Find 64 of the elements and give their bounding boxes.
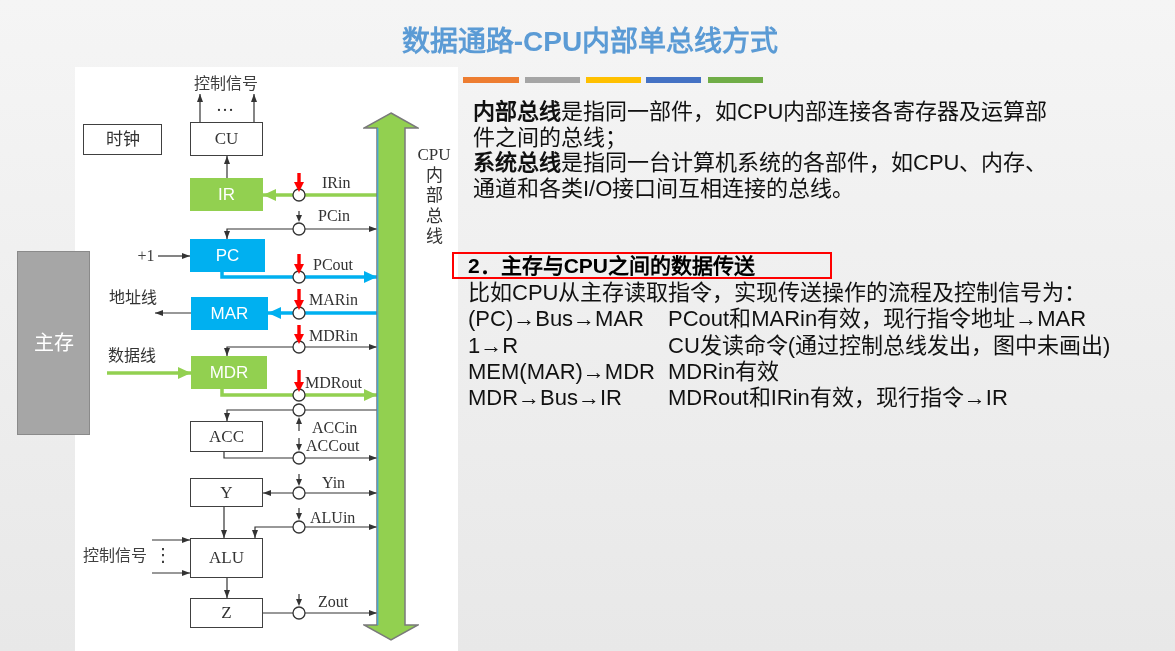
- step-text: (PC)→Bus→MAR: [468, 306, 644, 332]
- edge-label: IRin: [322, 174, 351, 192]
- memory-box: 主存: [17, 251, 90, 435]
- arrow: [223, 451, 378, 461]
- arrow: [224, 155, 230, 179]
- edge-label: 数据线: [108, 347, 156, 365]
- bus-label: CPU内部总线: [417, 145, 451, 248]
- definition-text: 系统总线是指同一台计算机系统的各部件，如CPU、内存、通道和各类I/O接口间互相连接的总线。: [473, 150, 1049, 202]
- arrow: [262, 610, 378, 616]
- register-box: MDR: [191, 356, 267, 389]
- signal-label: 控制信号: [190, 73, 262, 94]
- arrow: [157, 253, 191, 259]
- double-arrow: [262, 490, 378, 496]
- signal-description: CU发读命令(通过控制总线发出，图中未画出): [668, 333, 1111, 359]
- edge-label: Yin: [322, 474, 346, 492]
- register-box: IR: [190, 178, 263, 211]
- arrow: [224, 409, 378, 422]
- clock-box: 时钟: [83, 124, 162, 155]
- register-box: ACC: [190, 421, 263, 452]
- arrow: [221, 506, 227, 539]
- double-arrow: [224, 226, 378, 240]
- arrow: [263, 189, 377, 201]
- heading-box: 2．主存与CPU之间的数据传送: [452, 252, 832, 279]
- increment-label: +1: [134, 247, 158, 265]
- arrow: [107, 367, 191, 379]
- edge-label: ACCout: [306, 437, 360, 455]
- arrow: [197, 93, 203, 123]
- arrow: [151, 537, 191, 543]
- edge-label: PCout: [313, 256, 353, 274]
- edge-label: 地址线: [109, 289, 157, 307]
- signal-label: 控制信号: [78, 536, 152, 576]
- edge-label: MARin: [309, 291, 358, 309]
- register-box: Z: [190, 598, 263, 628]
- register-box: Y: [190, 478, 263, 507]
- ellipsis: …: [216, 96, 234, 114]
- alu-box: ALU: [190, 538, 263, 578]
- step-text: MEM(MAR)→MDR: [468, 359, 655, 385]
- register-box: PC: [190, 239, 265, 272]
- arrow: [154, 310, 192, 316]
- double-arrow: [224, 344, 378, 357]
- signal-description: PCout和MARin有效，现行指令地址→MAR: [668, 306, 1087, 332]
- register-box: MAR: [191, 297, 268, 330]
- arrow: [251, 93, 257, 123]
- edge-label: Zout: [318, 593, 349, 611]
- step-text: MDR→Bus→IR: [468, 385, 622, 411]
- edge-label: ALUin: [310, 509, 356, 527]
- arrow: [224, 577, 230, 599]
- definition-text: 内部总线是指同一部件，如CPU内部连接各寄存器及运算部件之间的总线；: [473, 99, 1049, 151]
- edge-label: MDRout: [305, 374, 362, 392]
- edge-label: ACCin: [312, 419, 358, 437]
- arrow: [151, 570, 191, 576]
- control-unit-box: CU: [190, 122, 263, 156]
- ellipsis: ⋮: [154, 544, 172, 566]
- arrow: [220, 271, 377, 283]
- edge-label: PCin: [318, 207, 350, 225]
- body-text: 比如CPU从主存读取指令，实现传送操作的流程及控制信号为：: [468, 280, 1087, 306]
- signal-description: MDRin有效: [668, 359, 780, 385]
- step-text: 1→R: [468, 333, 519, 359]
- signal-description: MDRout和IRin有效，现行指令→IR: [668, 385, 1008, 411]
- arrow: [268, 307, 377, 319]
- arrow: [220, 389, 377, 401]
- double-arrow: [252, 524, 378, 539]
- slide-title: 数据通路-CPU内部单总线方式: [401, 25, 779, 59]
- edge-label: MDRin: [309, 327, 358, 345]
